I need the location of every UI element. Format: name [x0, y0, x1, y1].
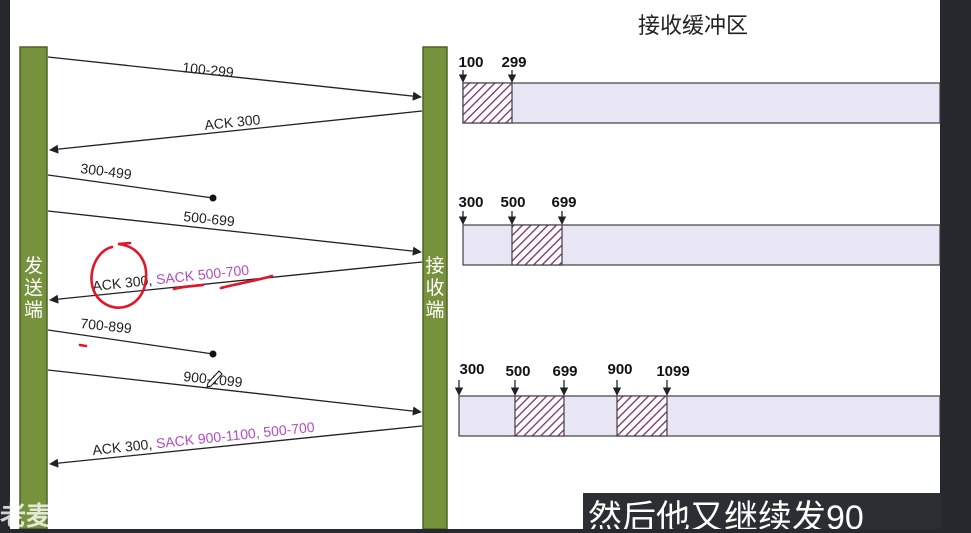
svg-text:100: 100 [458, 54, 483, 71]
ack-arrow [49, 261, 423, 304]
buffer-mark: 900 [607, 361, 633, 396]
svg-text:1099: 1099 [656, 363, 689, 380]
buffer-3: 300 500 699 900 1099 [454, 361, 941, 437]
red-circle-ack [90, 241, 148, 309]
ack-text: ACK 300, [92, 436, 153, 458]
red-underline [172, 283, 205, 291]
lost-packet-dot [209, 350, 217, 358]
message-4: 500-699 [47, 208, 422, 256]
red-tick [78, 343, 88, 348]
svg-text:300: 300 [459, 361, 484, 378]
receiver-label: 接收端 [425, 255, 444, 321]
lost-segment-line [47, 174, 214, 199]
message-1: 100-299 [47, 56, 422, 101]
segment-arrow [47, 210, 422, 256]
svg-text:900: 900 [607, 361, 632, 378]
buffer-mark: 299 [501, 54, 527, 83]
svg-text:500: 500 [505, 363, 530, 380]
message-3: 300-499 [47, 160, 217, 202]
red-underline [219, 274, 274, 290]
message-2: ACK 300 [49, 110, 423, 154]
message-label: 700-899 [80, 315, 133, 336]
buffer-mark: 1099 [656, 363, 690, 396]
buffer-mark: 300 [454, 361, 485, 396]
received-block [616, 395, 668, 437]
buffer-1: 100 299 [458, 54, 941, 124]
sender-bar [19, 46, 48, 530]
buffer-mark: 500 [500, 194, 526, 225]
svg-text:300: 300 [458, 194, 483, 211]
buffer-title: 接收缓冲区 [638, 13, 748, 38]
lost-segment-line [47, 329, 214, 355]
buffer-mark: 699 [551, 194, 577, 225]
receiver-bar [422, 46, 448, 530]
red-annotations [78, 241, 274, 348]
message-label: ACK 300 [204, 111, 262, 133]
message-6: 700-899 [47, 315, 217, 358]
segment-arrow [47, 369, 422, 416]
ack-arrow [49, 110, 423, 154]
pen-cursor-icon [206, 370, 223, 388]
buffer-bar [462, 82, 941, 124]
buffer-mark: 500 [505, 363, 531, 396]
watermark: 老麦 bilibili [0, 501, 134, 529]
message-label: 500-699 [183, 208, 236, 229]
received-block [462, 82, 513, 124]
message-label: 300-499 [80, 160, 133, 182]
svg-text:699: 699 [551, 194, 576, 211]
svg-text:699: 699 [552, 363, 577, 380]
sender-label: 发送端 [24, 255, 43, 321]
buffer-mark: 100 [458, 54, 484, 83]
buffer-mark: 699 [552, 363, 578, 396]
subtitle: 然后他又继续发90 [588, 499, 864, 529]
buffer-mark: 300 [458, 194, 484, 225]
subtitle-background [583, 493, 941, 529]
message-label: 100-299 [182, 59, 235, 80]
buffer-2: 300 500 699 [458, 194, 941, 266]
lost-packet-dot [209, 194, 217, 202]
ack-text: ACK 300, [92, 272, 153, 294]
segment-arrow [47, 56, 422, 101]
svg-text:500: 500 [500, 194, 525, 211]
ack-arrow [49, 425, 423, 468]
received-block [514, 395, 565, 437]
received-block [511, 224, 563, 266]
svg-text:299: 299 [501, 54, 526, 71]
